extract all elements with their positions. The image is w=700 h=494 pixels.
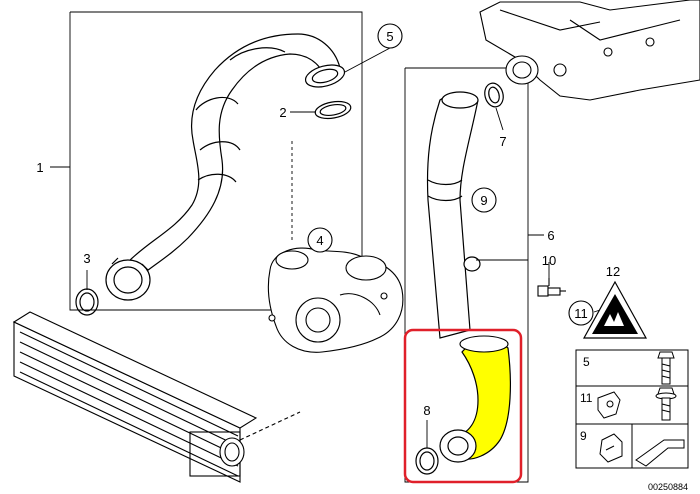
- callout-3-label: 3: [83, 251, 90, 266]
- fastener-legend: [575, 349, 689, 469]
- callout-12-label: 12: [606, 264, 620, 279]
- bolt-washer-icon: [655, 387, 677, 421]
- callout-5-label: 5: [386, 29, 393, 44]
- callout-5: 5: [377, 23, 403, 49]
- callout-7-label: 7: [499, 134, 506, 149]
- callout-4-label: 4: [316, 233, 323, 248]
- o-ring-part-3: [75, 288, 99, 316]
- pressure-pipe: [426, 91, 481, 339]
- turbocharger-part-4: [267, 247, 404, 353]
- callout-11: 11: [568, 300, 594, 326]
- callout-9-label: 9: [480, 193, 487, 208]
- bolt-icon: [657, 351, 675, 385]
- o-ring-part-2: [314, 100, 352, 120]
- legend-label-11: 11: [580, 391, 593, 405]
- callout-1-label: 1: [36, 160, 43, 175]
- clip-icon: [597, 391, 621, 419]
- hose-clamp-top: [304, 64, 346, 88]
- hose-clamp-left: [105, 257, 151, 301]
- diagram-id: 00250884: [648, 482, 688, 492]
- sensor-part-10: [537, 278, 566, 297]
- o-ring-part-8: [415, 447, 439, 475]
- callout-4: 4: [307, 227, 333, 253]
- callout-8-label: 8: [423, 403, 430, 418]
- hose-elbow-end: [439, 429, 477, 463]
- nut-icon: [599, 433, 623, 463]
- callout-6-label: 6: [547, 228, 554, 243]
- callout-9: 9: [471, 187, 497, 213]
- callout-10-label: 10: [542, 253, 556, 268]
- intercooler: [12, 311, 301, 483]
- callout-2-label: 2: [279, 105, 286, 120]
- highlighted-hose: [451, 335, 511, 460]
- callout-11-label: 11: [574, 306, 588, 321]
- intake-manifold: [479, 0, 700, 101]
- legend-label-9: 9: [580, 429, 587, 443]
- highlight-frame: [403, 328, 523, 484]
- warning-label-part-12: [582, 280, 648, 339]
- arrow-icon: [635, 439, 685, 467]
- legend-label-5: 5: [583, 355, 590, 369]
- leader-lines: [86, 47, 601, 448]
- o-ring-part-7: [484, 82, 504, 108]
